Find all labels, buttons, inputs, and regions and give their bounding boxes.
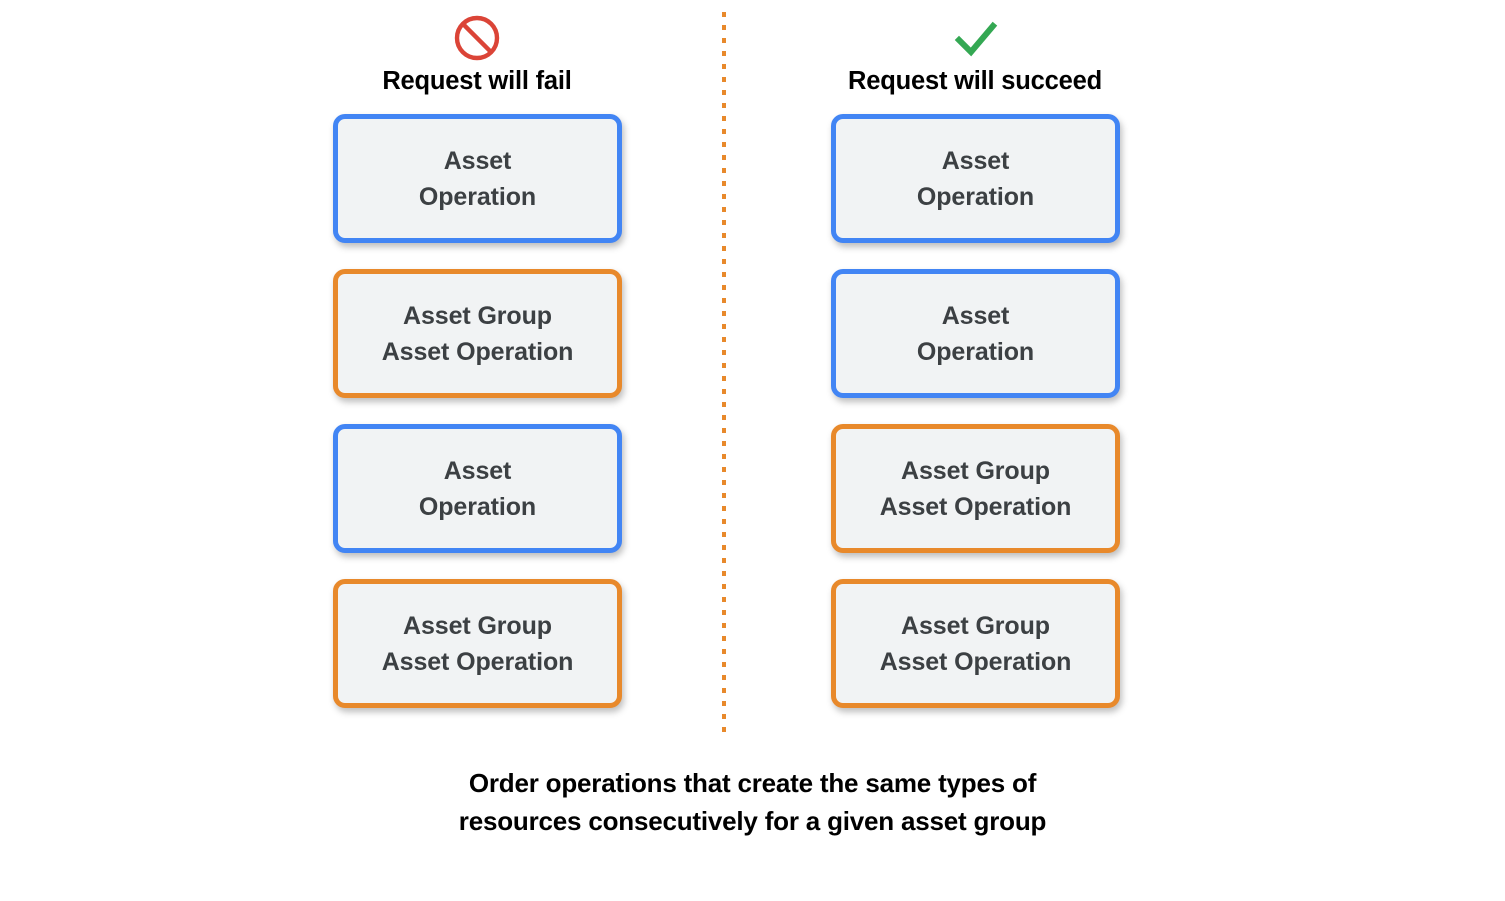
card-asset-operation[interactable]: Asset Operation bbox=[831, 114, 1120, 243]
card-stack-fail: Asset Operation Asset Group Asset Operat… bbox=[333, 114, 622, 708]
prohibition-icon bbox=[454, 15, 500, 61]
card-asset-operation[interactable]: Asset Operation bbox=[333, 114, 622, 243]
column-divider bbox=[722, 12, 726, 736]
card-asset-group-asset-operation[interactable]: Asset Group Asset Operation bbox=[831, 579, 1120, 708]
card-asset-group-asset-operation[interactable]: Asset Group Asset Operation bbox=[831, 424, 1120, 553]
card-asset-group-asset-operation[interactable]: Asset Group Asset Operation bbox=[333, 579, 622, 708]
column-header-label-succeed: Request will succeed bbox=[848, 67, 1102, 95]
card-asset-group-asset-operation[interactable]: Asset Group Asset Operation bbox=[333, 269, 622, 398]
diagram-caption: Order operations that create the same ty… bbox=[458, 768, 1047, 836]
card-stack-succeed: Asset Operation Asset Operation Asset Gr… bbox=[831, 114, 1120, 708]
card-asset-operation[interactable]: Asset Operation bbox=[333, 424, 622, 553]
column-header-label-fail: Request will fail bbox=[382, 67, 572, 95]
card-label: Asset Group Asset Operation bbox=[879, 456, 1072, 521]
card-asset-operation[interactable]: Asset Operation bbox=[831, 269, 1120, 398]
card-label: Asset Group Asset Operation bbox=[879, 611, 1072, 676]
column-header-succeed: Request will succeed bbox=[815, 14, 1135, 96]
checkmark-icon bbox=[954, 21, 998, 57]
card-label: Asset Operation bbox=[418, 146, 537, 211]
card-label: Asset Operation bbox=[916, 146, 1035, 211]
card-label: Asset Operation bbox=[418, 456, 537, 521]
card-label: Asset Operation bbox=[916, 301, 1035, 366]
card-label: Asset Group Asset Operation bbox=[381, 301, 574, 366]
column-header-fail: Request will fail bbox=[317, 14, 637, 96]
card-label: Asset Group Asset Operation bbox=[381, 611, 574, 676]
